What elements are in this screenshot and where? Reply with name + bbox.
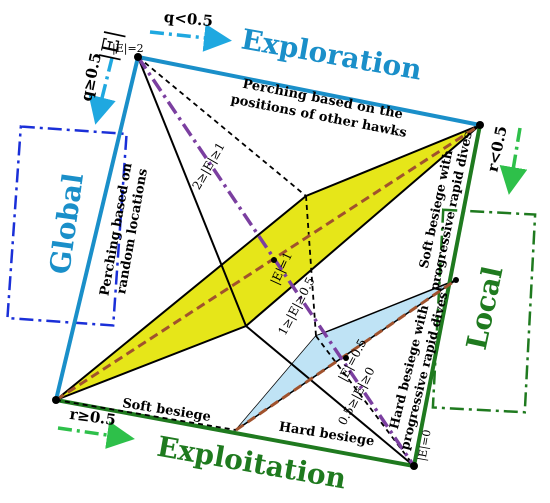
e-2-label: |E|=2 — [112, 42, 144, 56]
arrow-r-lt — [499, 127, 528, 195]
dashed-top-to-back — [137, 56, 307, 197]
vertex-left — [52, 396, 60, 404]
vertex-e1 — [271, 257, 277, 263]
edge-left — [54, 56, 140, 401]
global-title: Global — [43, 171, 90, 276]
e-range-2-1-label: 2≥|E|≥1 — [189, 140, 227, 192]
local-box — [431, 208, 537, 414]
dashed-left-to-front — [55, 399, 237, 431]
r-lt-label: r<0.5 — [483, 124, 510, 173]
exploration-title: Exploration — [239, 23, 424, 87]
edge-bottom — [55, 398, 415, 468]
solid-top-to-front — [137, 56, 247, 327]
vertex-blue-right — [453, 277, 459, 283]
q-lt-label: q<0.5 — [163, 8, 214, 30]
arrow-q-lt — [149, 23, 232, 52]
edge-right — [412, 124, 482, 467]
solid-front-to-bottom — [245, 325, 415, 467]
local-title: Local — [460, 263, 510, 352]
brown-diagonal-yellow — [55, 123, 481, 402]
q-ge-label: q≥0.5 — [77, 51, 105, 103]
vertex-bottom — [410, 462, 418, 470]
edge-top — [137, 55, 481, 127]
global-box — [6, 125, 128, 327]
vertex-right — [476, 121, 484, 129]
vertex-e05 — [343, 355, 349, 361]
arrow-r-ge — [57, 421, 135, 449]
arrow-q-ge — [88, 57, 116, 125]
vertex-top — [134, 53, 142, 61]
